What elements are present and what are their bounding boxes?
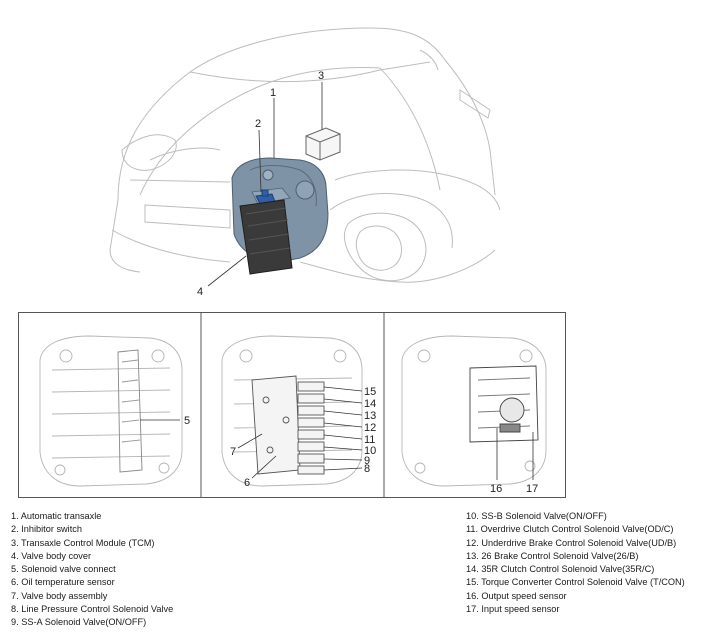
callout-10: 10 bbox=[364, 445, 376, 457]
legend-item-8: 8. Line Pressure Control Solenoid Valve bbox=[11, 604, 174, 615]
callout-17: 17 bbox=[526, 483, 538, 495]
panel-1-transaxle-sketch bbox=[39, 335, 183, 487]
callout-2: 2 bbox=[255, 118, 261, 130]
legend-item-11: 11. Overdrive Clutch Control Solenoid Va… bbox=[466, 524, 674, 535]
top-callout-lines bbox=[207, 82, 323, 287]
callout-3: 3 bbox=[318, 70, 324, 82]
callout-1: 1 bbox=[270, 87, 276, 99]
legend-left: 1. Automatic transaxle 2. Inhibitor swit… bbox=[11, 510, 173, 630]
car-outline bbox=[109, 27, 501, 283]
legend-item-17: 17. Input speed sensor bbox=[466, 604, 560, 615]
legend-item-12: 12. Underdrive Brake Control Solenoid Va… bbox=[466, 537, 677, 548]
detail-panels-frame bbox=[18, 312, 566, 498]
legend-item-10: 10. SS-B Solenoid Valve(ON/OFF) bbox=[466, 511, 607, 521]
legend-item-6: 6. Oil temperature sensor bbox=[11, 577, 115, 588]
callout-6: 6 bbox=[244, 477, 250, 489]
panel-3-callout-lines bbox=[496, 428, 534, 480]
panel-3-transaxle-sketch bbox=[401, 335, 547, 487]
legend-item-13: 13. 26 Brake Control Solenoid Valve(26/B… bbox=[466, 550, 639, 561]
callout-11: 11 bbox=[364, 434, 375, 446]
legend-item-14: 14. 35R Clutch Control Solenoid Valve(35… bbox=[466, 564, 655, 575]
callout-7: 7 bbox=[230, 446, 236, 458]
legend-item-15: 15. Torque Converter Control Solenoid Va… bbox=[466, 577, 685, 588]
legend-right: 10. SS-B Solenoid Valve(ON/OFF) 11. Over… bbox=[466, 510, 685, 616]
valve-body-assembly-drawing bbox=[251, 375, 325, 475]
valve-body-cover-drawing bbox=[239, 199, 293, 275]
legend-item-4: 4. Valve body cover bbox=[11, 550, 92, 561]
legend-item-2: 2. Inhibitor switch bbox=[11, 524, 82, 535]
panel-3-internal-drawing bbox=[469, 365, 539, 443]
callout-14: 14 bbox=[364, 398, 376, 410]
legend-item-3: 3. Transaxle Control Module (TCM) bbox=[11, 537, 155, 548]
legend-item-7: 7. Valve body assembly bbox=[11, 590, 108, 601]
legend-item-1: 1. Automatic transaxle bbox=[11, 511, 102, 521]
panel-2-callout-lines bbox=[237, 386, 363, 479]
callout-13: 13 bbox=[364, 410, 376, 422]
callout-12: 12 bbox=[364, 422, 376, 434]
callout-5: 5 bbox=[184, 415, 190, 427]
callout-9: 9 bbox=[364, 455, 370, 467]
callout-16: 16 bbox=[490, 483, 502, 495]
callout-8: 8 bbox=[364, 463, 370, 475]
legend-item-16: 16. Output speed sensor bbox=[466, 590, 567, 601]
callout-15: 15 bbox=[364, 386, 376, 398]
tcm-drawing bbox=[305, 127, 341, 161]
legend-item-5: 5. Solenoid valve connect bbox=[11, 564, 116, 575]
legend-item-9: 9. SS-A Solenoid Valve(ON/OFF) bbox=[11, 617, 147, 628]
callout-4: 4 bbox=[197, 286, 203, 298]
